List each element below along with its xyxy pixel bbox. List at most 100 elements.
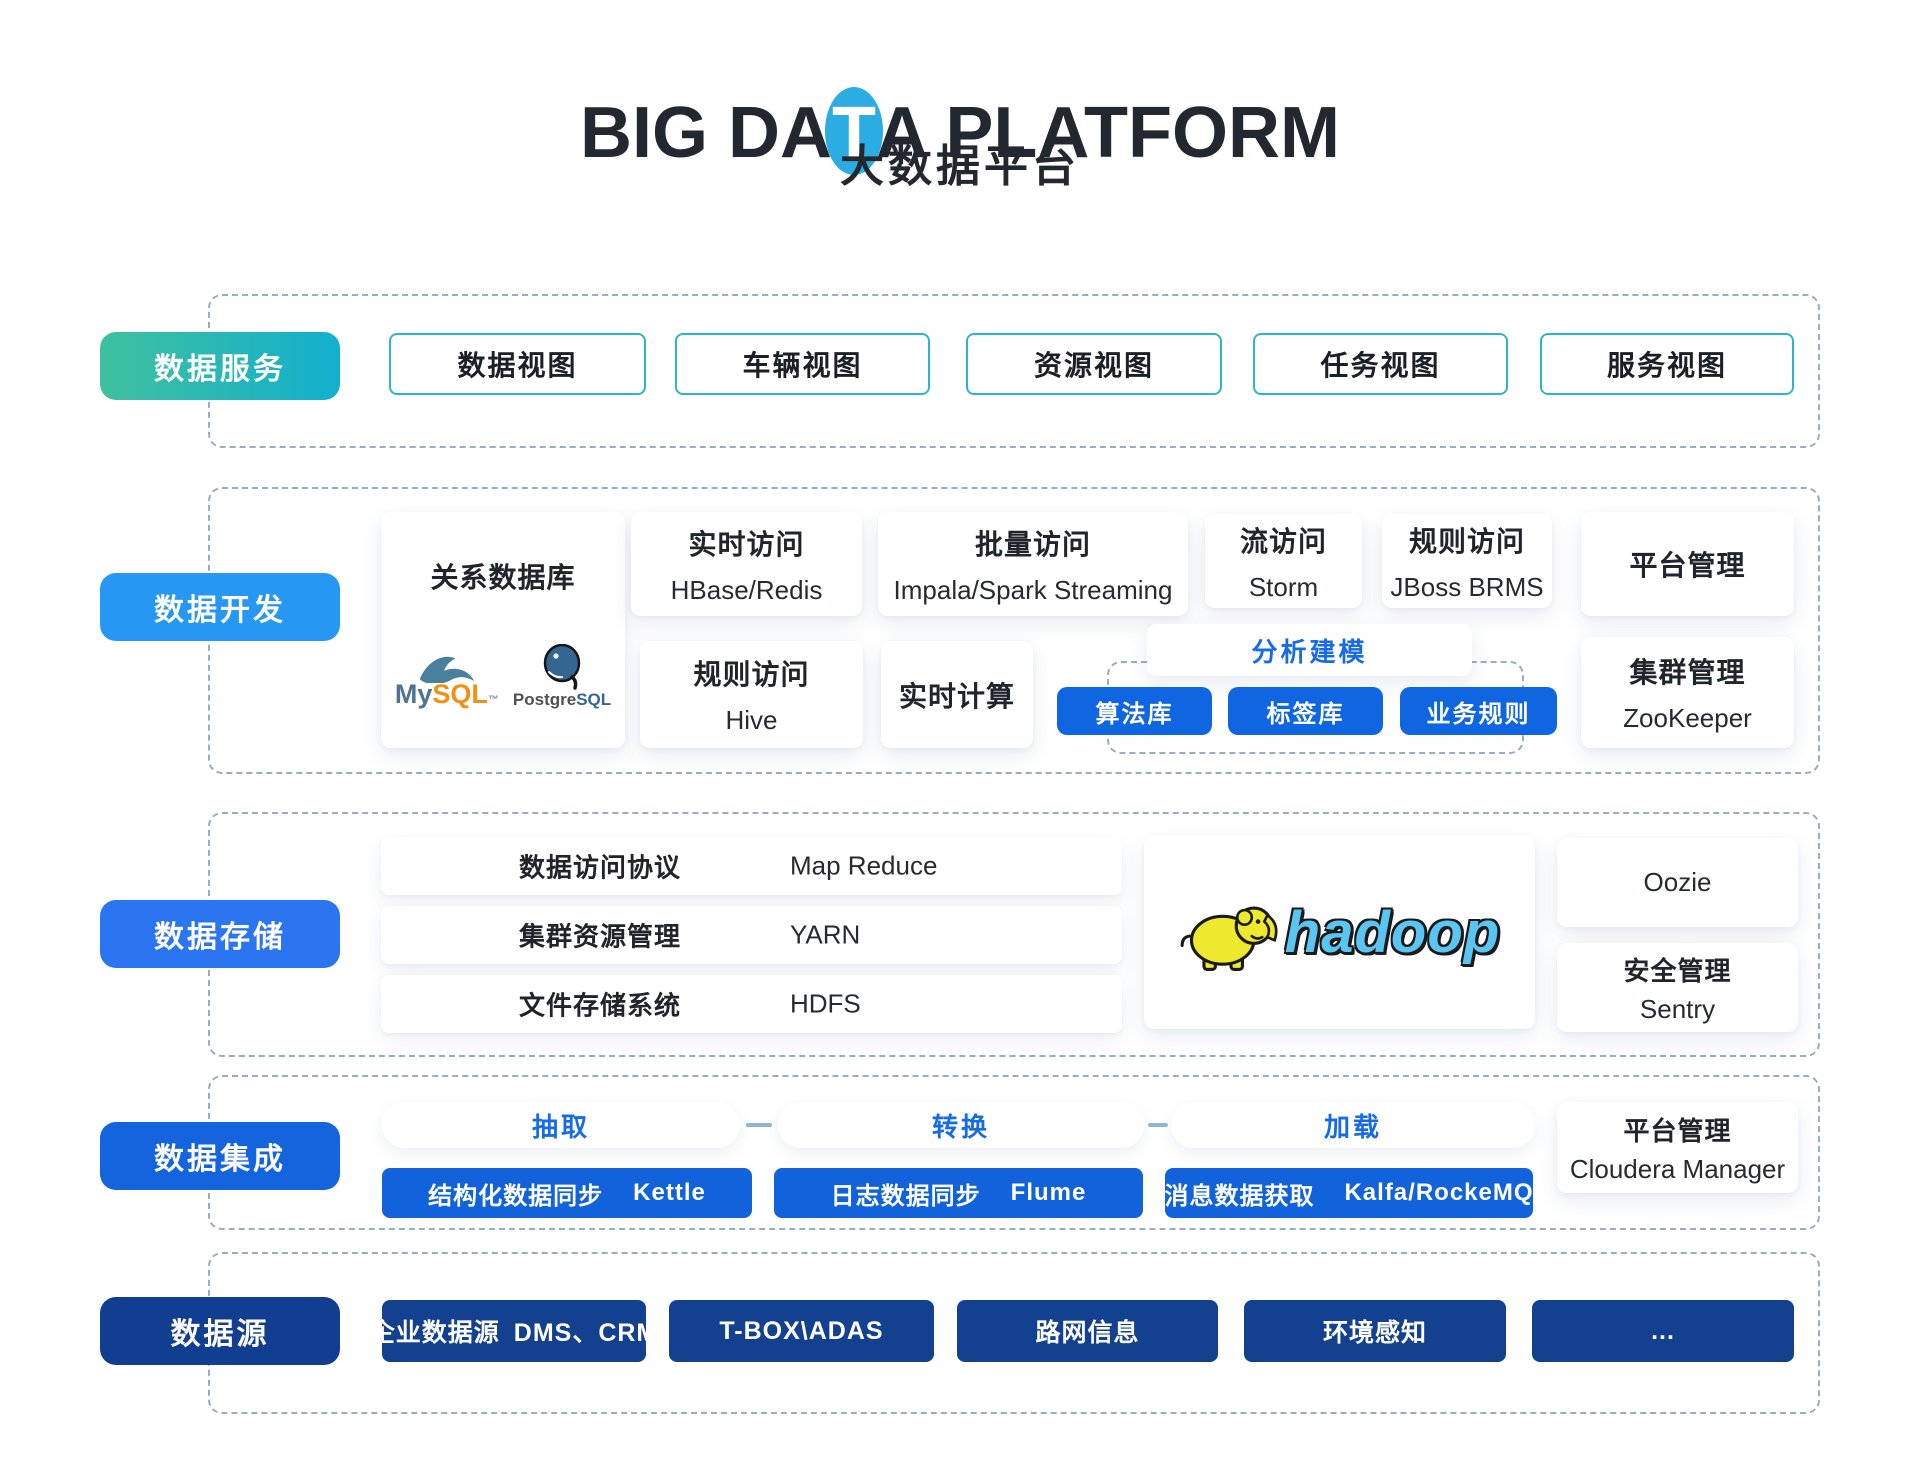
row-label-data-development: 数据开发 bbox=[100, 573, 340, 641]
card-title: 实时访问 bbox=[688, 528, 805, 560]
source-name: 路网信息 bbox=[1035, 1319, 1140, 1347]
modeling-title-card: 分析建模 bbox=[1147, 624, 1472, 676]
bar-name: 结构化数据同步 bbox=[428, 1182, 604, 1210]
mysql-logo: MySQL™ bbox=[395, 651, 499, 710]
hadoop-elephant-icon bbox=[1180, 905, 1278, 971]
postgresql-logo: PostgreSQL bbox=[513, 644, 611, 710]
view-box-task-view: 任务视图 bbox=[1253, 333, 1508, 395]
card-platform-management: 平台管理 bbox=[1581, 512, 1794, 616]
card-tech: HBase/Redis bbox=[670, 574, 823, 605]
bar-tech: Kalfa/RockeMQ bbox=[1344, 1179, 1534, 1206]
title-accent-letter: T bbox=[832, 93, 877, 174]
card-realtime-compute: 实时计算 bbox=[881, 641, 1033, 748]
source-more: ... bbox=[1532, 1300, 1794, 1362]
accent-circle-icon bbox=[825, 86, 884, 175]
card-title: Oozie bbox=[1643, 867, 1712, 897]
card-realtime-access: 实时访问 HBase/Redis bbox=[631, 512, 862, 616]
stage-connector bbox=[746, 1123, 772, 1127]
card-relational-db: 关系数据库 MySQL™ PostgreSQL bbox=[381, 512, 625, 748]
card-rule-access-jboss: 规则访问 JBoss BRMS bbox=[1382, 514, 1552, 608]
source-tech: DMS、CRM bbox=[513, 1319, 659, 1347]
card-title: 平台管理 bbox=[1629, 550, 1746, 581]
card-title: 实时计算 bbox=[898, 680, 1015, 712]
relational-db-title: 关系数据库 bbox=[430, 562, 576, 593]
button-algorithm-library: 算法库 bbox=[1057, 687, 1212, 735]
card-title: 规则访问 bbox=[693, 659, 810, 690]
card-tech: JBoss BRMS bbox=[1390, 571, 1544, 602]
stage-load: 加载 bbox=[1171, 1102, 1535, 1148]
db-logos: MySQL™ PostgreSQL bbox=[381, 644, 625, 710]
card-cluster-management: 集群管理 ZooKeeper bbox=[1581, 637, 1794, 748]
stage-transform: 转换 bbox=[778, 1102, 1144, 1148]
mysql-wordmark: MySQL™ bbox=[395, 679, 499, 710]
storage-row-tech: Map Reduce bbox=[790, 850, 938, 881]
card-title: 规则访问 bbox=[1408, 525, 1525, 557]
source-name: ... bbox=[1651, 1316, 1675, 1345]
storage-row-name: 数据访问协议 bbox=[519, 852, 682, 883]
source-enterprise-data: 企业数据源 DMS、CRM bbox=[370, 1300, 657, 1362]
card-cloudera-manager: 平台管理 Cloudera Manager bbox=[1557, 1102, 1798, 1193]
hadoop-logo: hadoop bbox=[1144, 836, 1535, 1029]
title-accent: T bbox=[825, 86, 884, 175]
source-name: 环境感知 bbox=[1322, 1319, 1427, 1347]
card-batch-access: 批量访问 Impala/Spark Streaming bbox=[878, 512, 1188, 616]
storage-row-cluster-resource: 集群资源管理 YARN bbox=[381, 906, 1122, 964]
storage-row-access-protocol: 数据访问协议 Map Reduce bbox=[381, 837, 1122, 895]
storage-row-name: 文件存储系统 bbox=[519, 990, 682, 1021]
card-tech: ZooKeeper bbox=[1623, 703, 1752, 733]
button-tag-library: 标签库 bbox=[1228, 687, 1383, 735]
row-label-data-storage: 数据存储 bbox=[100, 900, 340, 968]
view-box-vehicle-view: 车辆视图 bbox=[675, 333, 930, 395]
row-label-data-services: 数据服务 bbox=[100, 332, 340, 400]
card-stream-access: 流访问 Storm bbox=[1205, 514, 1362, 608]
page-subtitle: 大数据平台 bbox=[840, 142, 1080, 191]
mysql-trademark: ™ bbox=[487, 694, 499, 706]
bar-tech: Kettle bbox=[633, 1179, 706, 1206]
card-title: 平台管理 bbox=[1623, 1115, 1732, 1146]
row-label-data-integration: 数据集成 bbox=[100, 1122, 340, 1190]
storage-row-tech: HDFS bbox=[790, 988, 861, 1019]
bar-name: 消息数据获取 bbox=[1164, 1182, 1315, 1210]
source-environment-sensing: 环境感知 bbox=[1244, 1300, 1506, 1362]
view-box-data-view: 数据视图 bbox=[389, 333, 646, 395]
card-security-sentry: 安全管理 Sentry bbox=[1557, 943, 1798, 1032]
bar-tech: Flume bbox=[1010, 1179, 1087, 1206]
card-rule-access-hive: 规则访问 Hive bbox=[640, 641, 863, 748]
card-title: 集群管理 bbox=[1629, 657, 1746, 688]
postgresql-elephant-icon bbox=[543, 644, 581, 690]
bar-log-sync-flume: 日志数据同步 Flume bbox=[774, 1168, 1143, 1218]
button-business-rules: 业务规则 bbox=[1400, 687, 1557, 735]
postgresql-wordmark: PostgreSQL bbox=[513, 690, 611, 710]
card-hadoop: hadoop bbox=[1144, 836, 1535, 1029]
stage-connector bbox=[1148, 1123, 1168, 1127]
card-oozie: Oozie bbox=[1557, 838, 1798, 927]
bar-message-sync-mq: 消息数据获取 Kalfa/RockeMQ bbox=[1164, 1168, 1534, 1218]
row-label-data-sources: 数据源 bbox=[100, 1297, 340, 1365]
card-tech: Sentry bbox=[1639, 993, 1716, 1024]
title-prefix: BIG DA bbox=[580, 93, 833, 174]
storage-row-tech: YARN bbox=[790, 919, 861, 950]
bar-name: 日志数据同步 bbox=[830, 1182, 981, 1210]
card-tech: Cloudera Manager bbox=[1569, 1153, 1786, 1184]
source-tbox-adas: T-BOX\ADAS bbox=[669, 1300, 934, 1362]
view-box-resource-view: 资源视图 bbox=[966, 333, 1222, 395]
storage-row-file-storage: 文件存储系统 HDFS bbox=[381, 975, 1122, 1033]
mysql-text-sql: SQL bbox=[432, 679, 488, 709]
card-tech: Storm bbox=[1248, 571, 1319, 602]
title-suffix: A PLATFORM bbox=[876, 93, 1340, 174]
card-title: 流访问 bbox=[1239, 525, 1327, 557]
storage-row-name: 集群资源管理 bbox=[519, 921, 682, 952]
source-name: 企业数据源 bbox=[369, 1319, 500, 1347]
bar-structured-sync-kettle: 结构化数据同步 Kettle bbox=[382, 1168, 752, 1218]
source-road-network: 路网信息 bbox=[957, 1300, 1218, 1362]
mysql-text-my: My bbox=[394, 679, 433, 709]
source-name: T-BOX\ADAS bbox=[719, 1316, 884, 1345]
card-tech: Hive bbox=[725, 705, 778, 735]
card-title: 安全管理 bbox=[1623, 955, 1732, 986]
card-tech: Impala/Spark Streaming bbox=[893, 574, 1173, 605]
view-box-service-view: 服务视图 bbox=[1540, 333, 1794, 395]
postgresql-text-sql: SQL bbox=[576, 690, 612, 709]
mysql-dolphin-icon bbox=[419, 656, 475, 683]
